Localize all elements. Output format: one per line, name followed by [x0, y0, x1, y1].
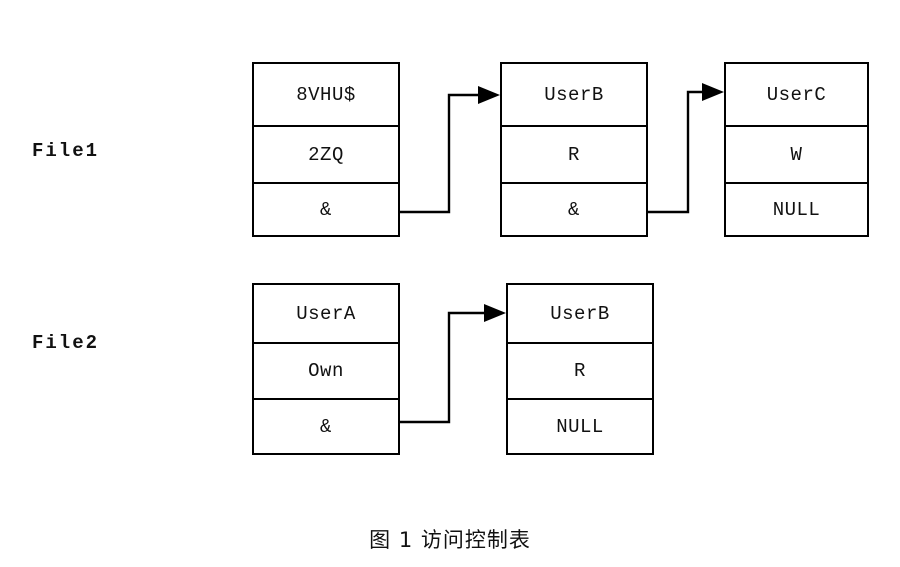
acl-node-file1-userc: UserC W NULL: [724, 62, 869, 237]
arrowhead-file1-a-to-b: [478, 86, 500, 104]
pointer-file2-a-to-b: [398, 311, 502, 424]
acl-cell-subject: 8VHU$: [254, 64, 398, 127]
acl-cell-pointer: &: [320, 415, 332, 438]
acl-node-file1-user1: 8VHU$ 2ZQ &: [252, 62, 400, 237]
acl-cell-rights: R: [502, 127, 646, 184]
acl-cell-subject: UserB: [508, 285, 652, 344]
row-label-file2: File2: [32, 332, 100, 354]
figure-caption: 图 1 访问控制表: [369, 528, 531, 552]
pointer-file1-b-to-c: [646, 90, 720, 214]
acl-cell-rights: R: [508, 344, 652, 400]
acl-cell-rights: W: [726, 127, 867, 184]
acl-node-file2-usera: UserA Own &: [252, 283, 400, 455]
acl-cell-pointer: NULL: [772, 198, 821, 221]
acl-cell-subject: UserC: [726, 64, 867, 127]
acl-cell-rights: 2ZQ: [254, 127, 398, 184]
acl-cell-subject: UserB: [502, 64, 646, 127]
pointer-file1-a-to-b: [398, 93, 496, 214]
arrowhead-file2-a-to-b: [484, 304, 506, 322]
arrowhead-file1-b-to-c: [702, 83, 724, 101]
acl-cell-rights: Own: [254, 344, 398, 400]
row-label-file1: File1: [32, 140, 100, 162]
acl-node-file1-userb: UserB R &: [500, 62, 648, 237]
acl-node-file2-userb: UserB R NULL: [506, 283, 654, 455]
acl-cell-pointer: &: [568, 198, 580, 221]
acl-cell-subject: UserA: [254, 285, 398, 344]
acl-cell-pointer: NULL: [556, 415, 604, 438]
acl-cell-pointer: &: [320, 198, 332, 221]
